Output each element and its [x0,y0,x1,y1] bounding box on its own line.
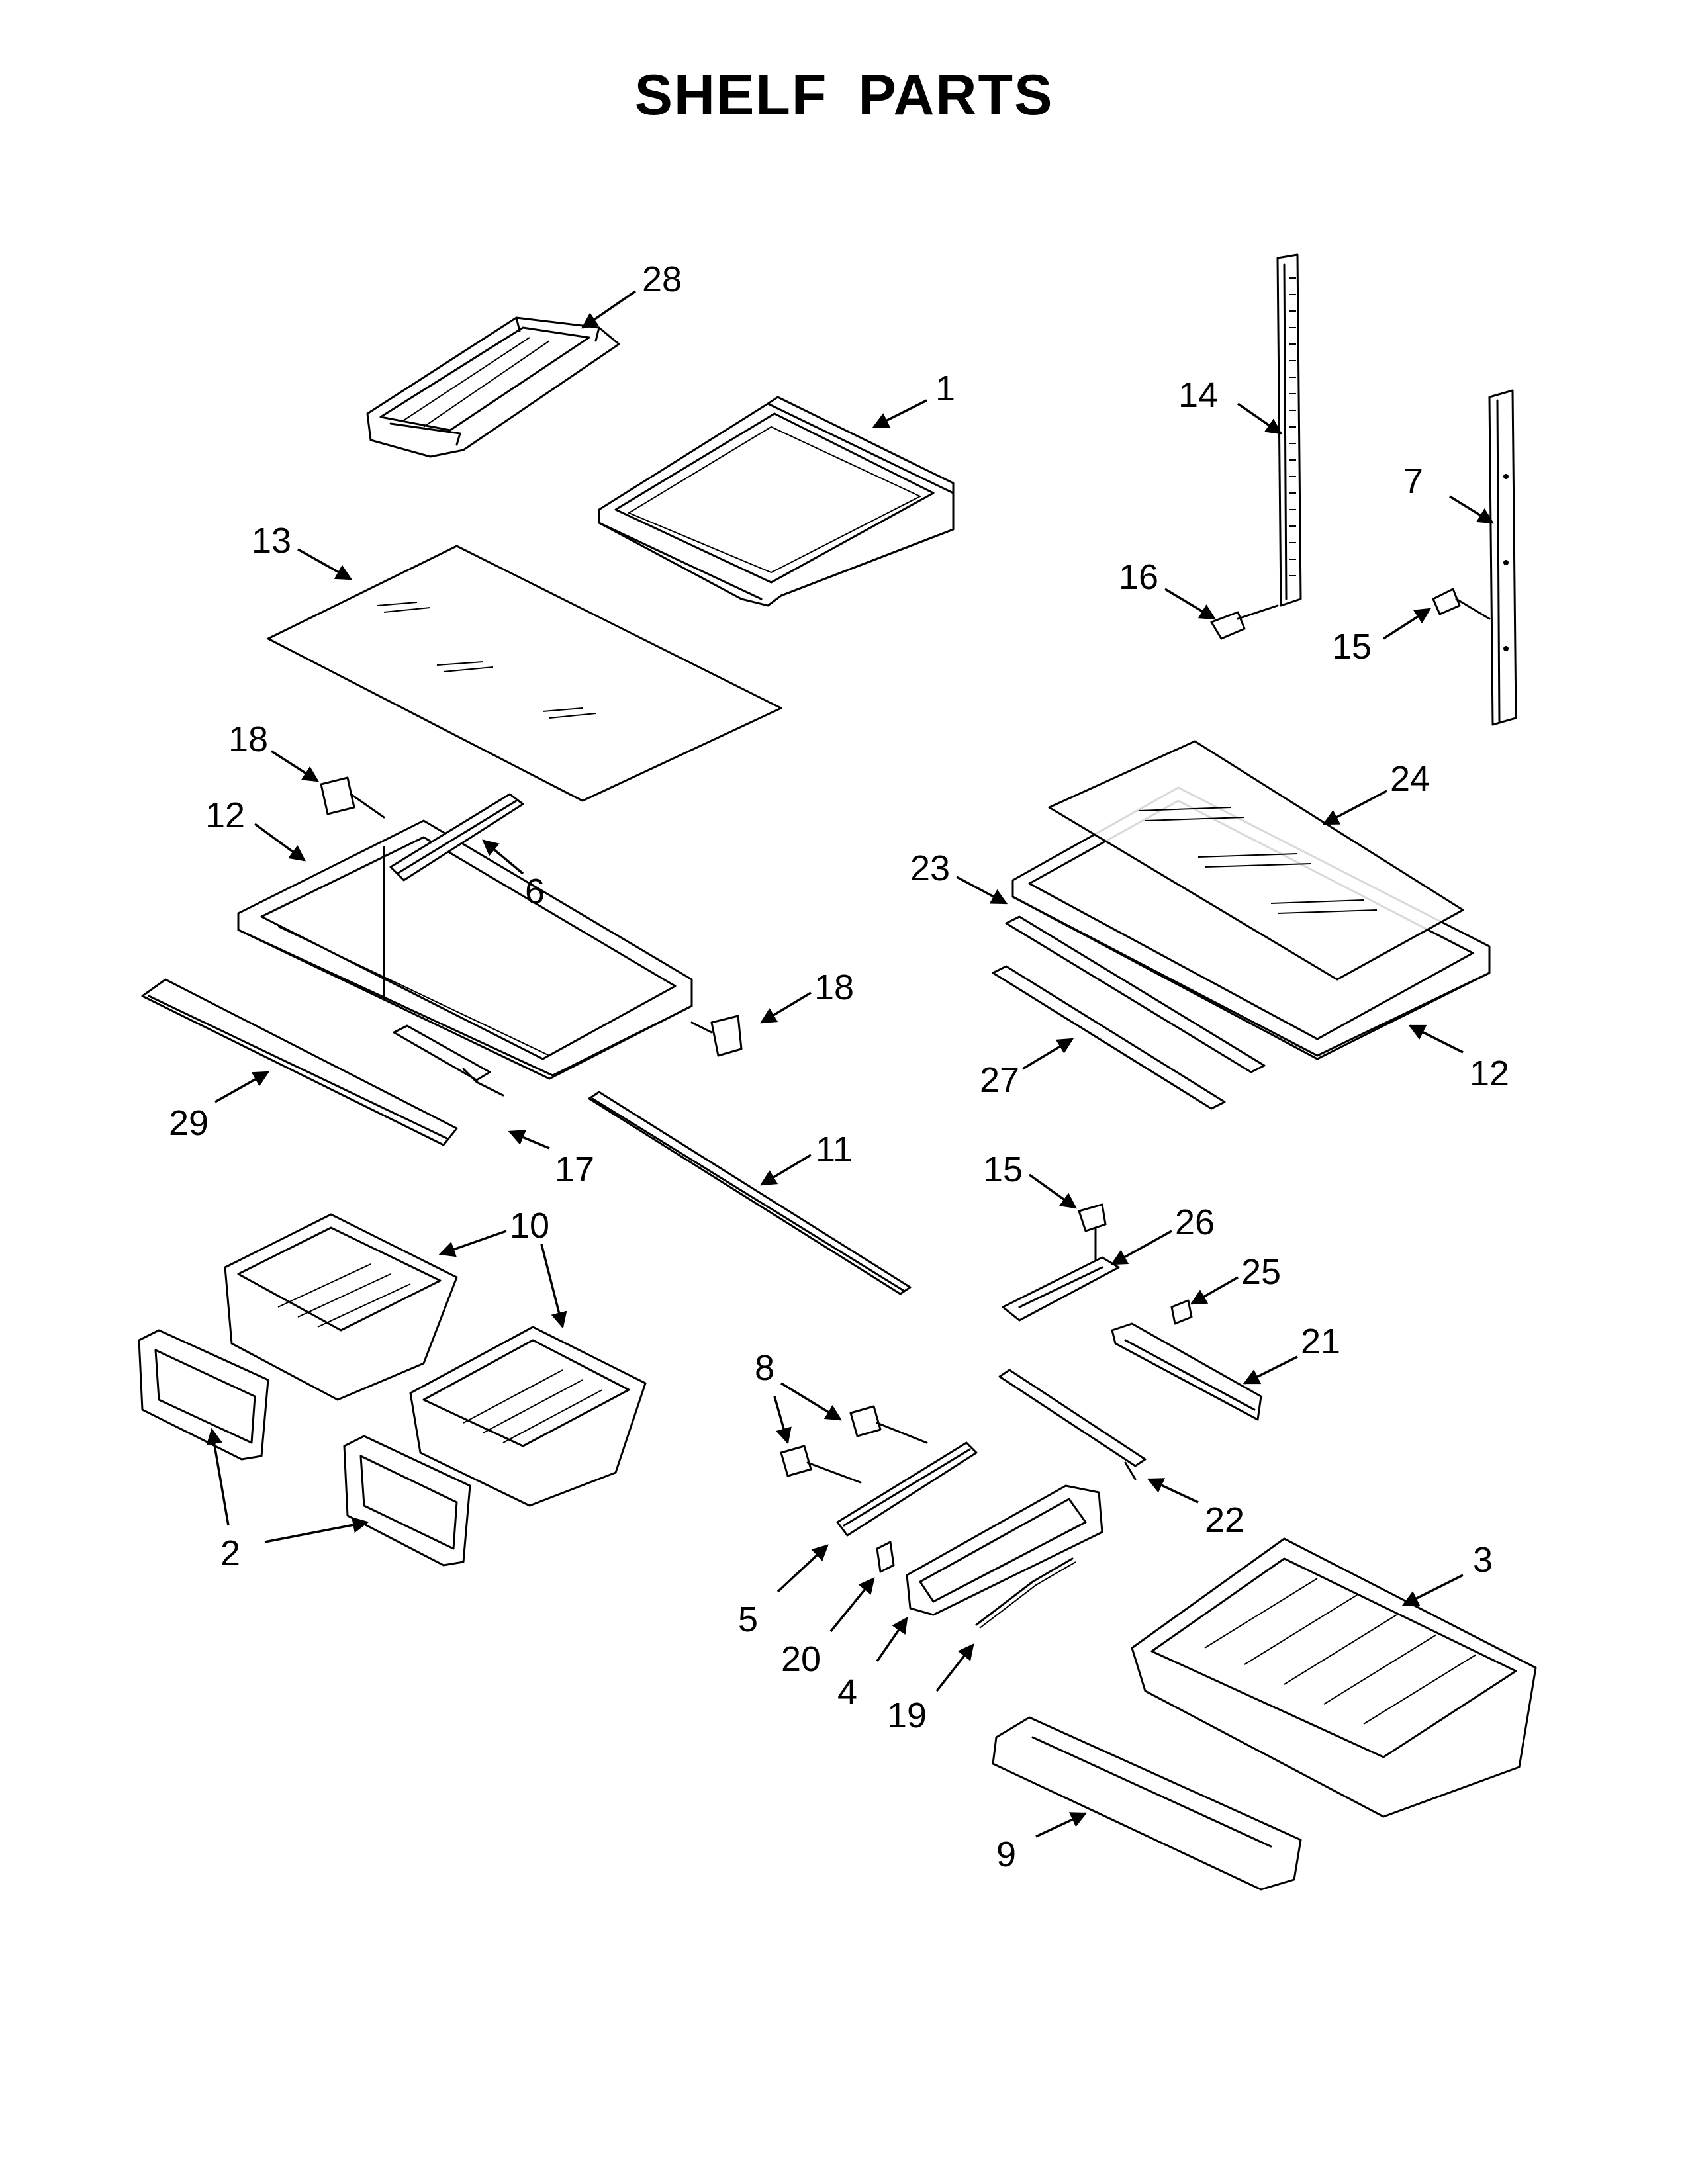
part-29-front-trim[interactable] [141,978,458,1146]
callout-12-right: 12 [1470,1054,1509,1093]
callout-2: 2 [220,1533,240,1573]
callout-19: 19 [887,1696,927,1735]
part-2-drawer-front-right[interactable] [343,1435,471,1567]
callout-18-top: 18 [228,719,268,759]
part-23-rear-trim[interactable] [1005,915,1266,1073]
part-21-rail[interactable] [1111,1322,1262,1421]
callout-21: 21 [1301,1322,1340,1361]
part-4-drawer-support[interactable] [906,1484,1103,1616]
callout-6: 6 [525,872,545,911]
callout-13: 13 [252,521,291,561]
callout-7: 7 [1403,461,1423,501]
callout-20: 20 [781,1639,821,1679]
part-22-slide[interactable] [998,1369,1147,1480]
callout-11: 11 [816,1130,853,1169]
part-20-clip[interactable] [876,1541,895,1573]
callout-5: 5 [738,1600,758,1639]
part-1-shelf-frame[interactable] [598,396,955,607]
callout-24: 24 [1390,759,1430,799]
part-24-glass-shelf[interactable] [1048,740,1464,981]
part-8-screw-lower[interactable] [780,1445,862,1484]
callout-29: 29 [169,1103,209,1143]
part-6-slider-rail[interactable] [389,793,524,882]
callout-4: 4 [837,1672,857,1712]
part-15-screw-top[interactable] [1432,588,1491,620]
callout-8: 8 [755,1348,774,1388]
callout-9: 9 [996,1835,1016,1874]
callout-15-top: 15 [1332,627,1372,666]
part-28-deli-drawer[interactable] [366,316,620,458]
part-18-shelf-clip-right[interactable] [690,1015,743,1057]
part-10-crisper-drawer-left[interactable] [224,1213,458,1401]
page-title: SHELF PARTS [634,64,1054,127]
callout-labels: 28 1 14 7 13 16 15 18 12 6 24 23 18 12 2… [169,259,1509,1874]
part-9-drawer-front[interactable] [992,1716,1302,1891]
callout-14: 14 [1178,375,1218,415]
part-12-shelf-frame-left[interactable] [237,819,693,1080]
callout-25: 25 [1241,1252,1281,1292]
part-7-side-rail[interactable] [1488,389,1517,726]
callout-3: 3 [1473,1540,1493,1580]
part-11-long-rail[interactable] [588,1091,912,1295]
callout-1: 1 [935,369,955,408]
part-2-drawer-front-left[interactable] [138,1329,269,1461]
part-16-screw[interactable] [1210,604,1279,640]
part-19-wire-retainer[interactable] [975,1557,1076,1629]
part-25-clip[interactable] [1170,1299,1193,1325]
part-8-screw-upper[interactable] [849,1405,928,1444]
callout-28: 28 [642,259,682,299]
callout-27: 27 [980,1060,1019,1100]
leader-lines [206,290,1495,1838]
callout-15-middle: 15 [983,1150,1023,1189]
part-15-screw-middle[interactable] [1078,1203,1107,1265]
part-5-slide-bar[interactable] [836,1441,978,1537]
part-17-bracket[interactable] [393,1024,504,1097]
callout-23: 23 [910,848,950,888]
callout-12-left: 12 [205,796,245,835]
callout-16: 16 [1119,557,1158,597]
part-27-front-trim[interactable] [992,965,1226,1110]
part-18-shelf-clip-top[interactable] [320,776,385,819]
part-14-shelf-ladder[interactable] [1276,253,1302,607]
part-26-bracket[interactable] [1002,1256,1120,1322]
callout-22: 22 [1205,1500,1244,1540]
callout-10: 10 [510,1206,549,1246]
callout-26: 26 [1175,1203,1215,1242]
part-10-crisper-drawer-right[interactable] [409,1326,647,1507]
part-13-glass-shelf[interactable] [267,545,782,802]
callout-17: 17 [555,1150,594,1189]
callout-18-right: 18 [814,968,854,1007]
part-3-pantry-drawer[interactable] [1131,1537,1537,1818]
